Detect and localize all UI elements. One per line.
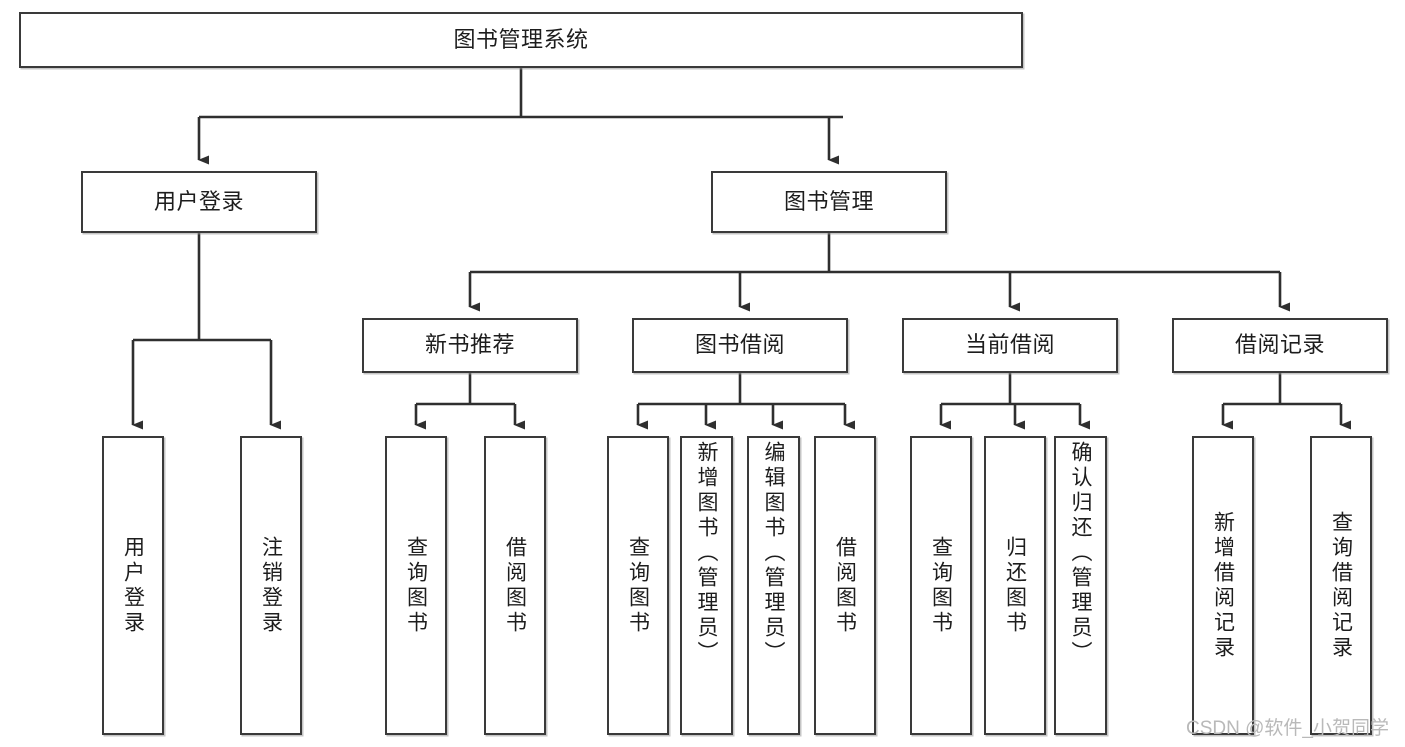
node-leaf-borrow-book-2[interactable]: 借阅图书 [814,436,876,735]
node-leaf-logout[interactable]: 注销登录 [240,436,302,735]
node-book-borrow-label: 图书借阅 [694,332,785,358]
node-leaf-confirm-return-label: 确认归还（管理员） [1069,441,1092,666]
node-leaf-return-book[interactable]: 归还图书 [984,436,1046,735]
node-leaf-user-login[interactable]: 用户登录 [102,436,164,735]
node-leaf-query-book-3[interactable]: 查询图书 [910,436,972,735]
node-new-book-recommend[interactable]: 新书推荐 [362,318,578,373]
node-book-manage[interactable]: 图书管理 [711,171,947,233]
node-user-login-label: 用户登录 [153,188,244,214]
node-leaf-add-record-label: 新增借阅记录 [1211,510,1235,661]
node-leaf-query-record[interactable]: 查询借阅记录 [1310,436,1372,735]
node-leaf-query-record-label: 查询借阅记录 [1329,510,1353,661]
node-current-borrow-label: 当前借阅 [964,332,1055,358]
node-root-label: 图书管理系统 [453,26,589,52]
node-leaf-query-book-3-label: 查询图书 [929,535,953,636]
node-leaf-borrow-book-2-label: 借阅图书 [833,535,857,636]
node-leaf-user-login-label: 用户登录 [121,535,145,636]
node-leaf-confirm-return[interactable]: 确认归还（管理员） [1054,436,1107,735]
node-leaf-edit-book-label: 编辑图书（管理员） [762,441,785,666]
node-leaf-add-record[interactable]: 新增借阅记录 [1192,436,1254,735]
node-book-manage-label: 图书管理 [783,188,874,214]
node-leaf-return-book-label: 归还图书 [1003,535,1027,636]
node-book-borrow[interactable]: 图书借阅 [632,318,848,373]
node-new-book-recommend-label: 新书推荐 [424,332,515,358]
node-leaf-edit-book[interactable]: 编辑图书（管理员） [747,436,800,735]
node-leaf-query-book-1[interactable]: 查询图书 [385,436,447,735]
node-user-login[interactable]: 用户登录 [81,171,317,233]
node-leaf-add-book[interactable]: 新增图书（管理员） [680,436,733,735]
node-current-borrow[interactable]: 当前借阅 [902,318,1118,373]
node-borrow-record[interactable]: 借阅记录 [1172,318,1388,373]
node-leaf-logout-label: 注销登录 [259,535,283,636]
node-root[interactable]: 图书管理系统 [19,12,1023,68]
node-leaf-query-book-2-label: 查询图书 [626,535,650,636]
node-borrow-record-label: 借阅记录 [1234,332,1325,358]
node-leaf-borrow-book-1-label: 借阅图书 [503,535,527,636]
node-leaf-add-book-label: 新增图书（管理员） [695,441,718,666]
node-leaf-query-book-2[interactable]: 查询图书 [607,436,669,735]
node-leaf-borrow-book-1[interactable]: 借阅图书 [484,436,546,735]
node-leaf-query-book-1-label: 查询图书 [404,535,428,636]
